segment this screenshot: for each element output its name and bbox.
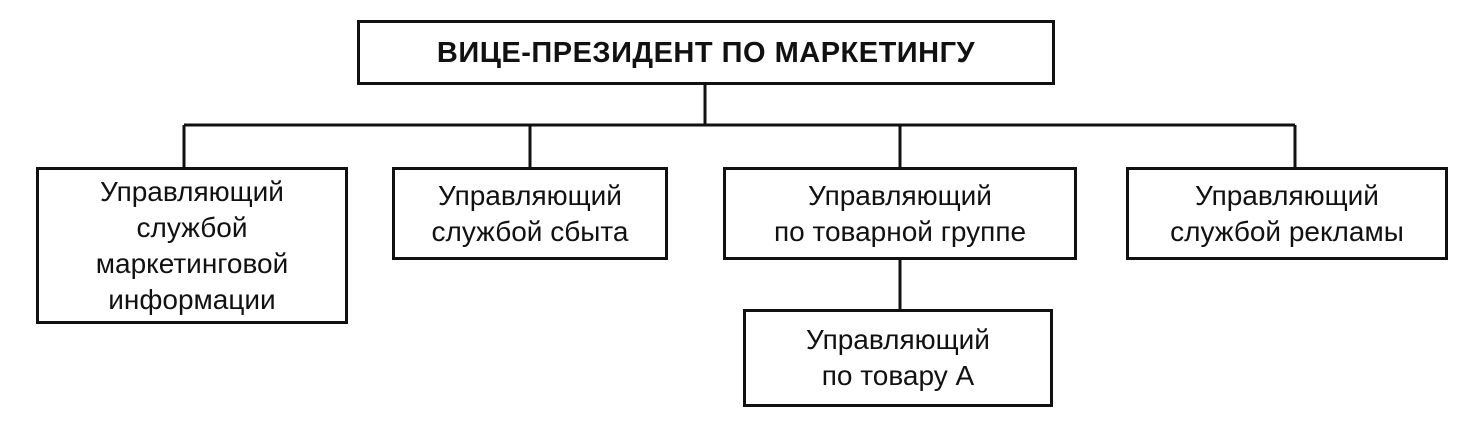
product-group-manager-box: Управляющий по товарной группе — [723, 167, 1077, 260]
vice-president-marketing-label: ВИЦЕ-ПРЕЗИДЕНТ ПО МАРКЕТИНГУ — [436, 36, 976, 69]
vice-president-marketing-box: ВИЦЕ-ПРЕЗИДЕНТ ПО МАРКЕТИНГУ — [357, 20, 1055, 85]
sales-manager-label: Управляющий службой сбыта — [431, 179, 629, 247]
marketing-information-manager-box: Управляющий службой маркетинговой информ… — [36, 167, 348, 324]
sales-manager-box: Управляющий службой сбыта — [392, 167, 668, 260]
product-a-manager-label: Управляющий по товару А — [806, 324, 990, 391]
product-a-manager-box: Управляющий по товару А — [743, 309, 1053, 407]
marketing-information-manager-label: Управляющий службой маркетинговой информ… — [95, 175, 289, 315]
product-group-manager-label: Управляющий по товарной группе — [773, 179, 1027, 247]
advertising-manager-box: Управляющий службой рекламы — [1126, 167, 1448, 260]
advertising-manager-label: Управляющий службой рекламы — [1170, 179, 1404, 247]
